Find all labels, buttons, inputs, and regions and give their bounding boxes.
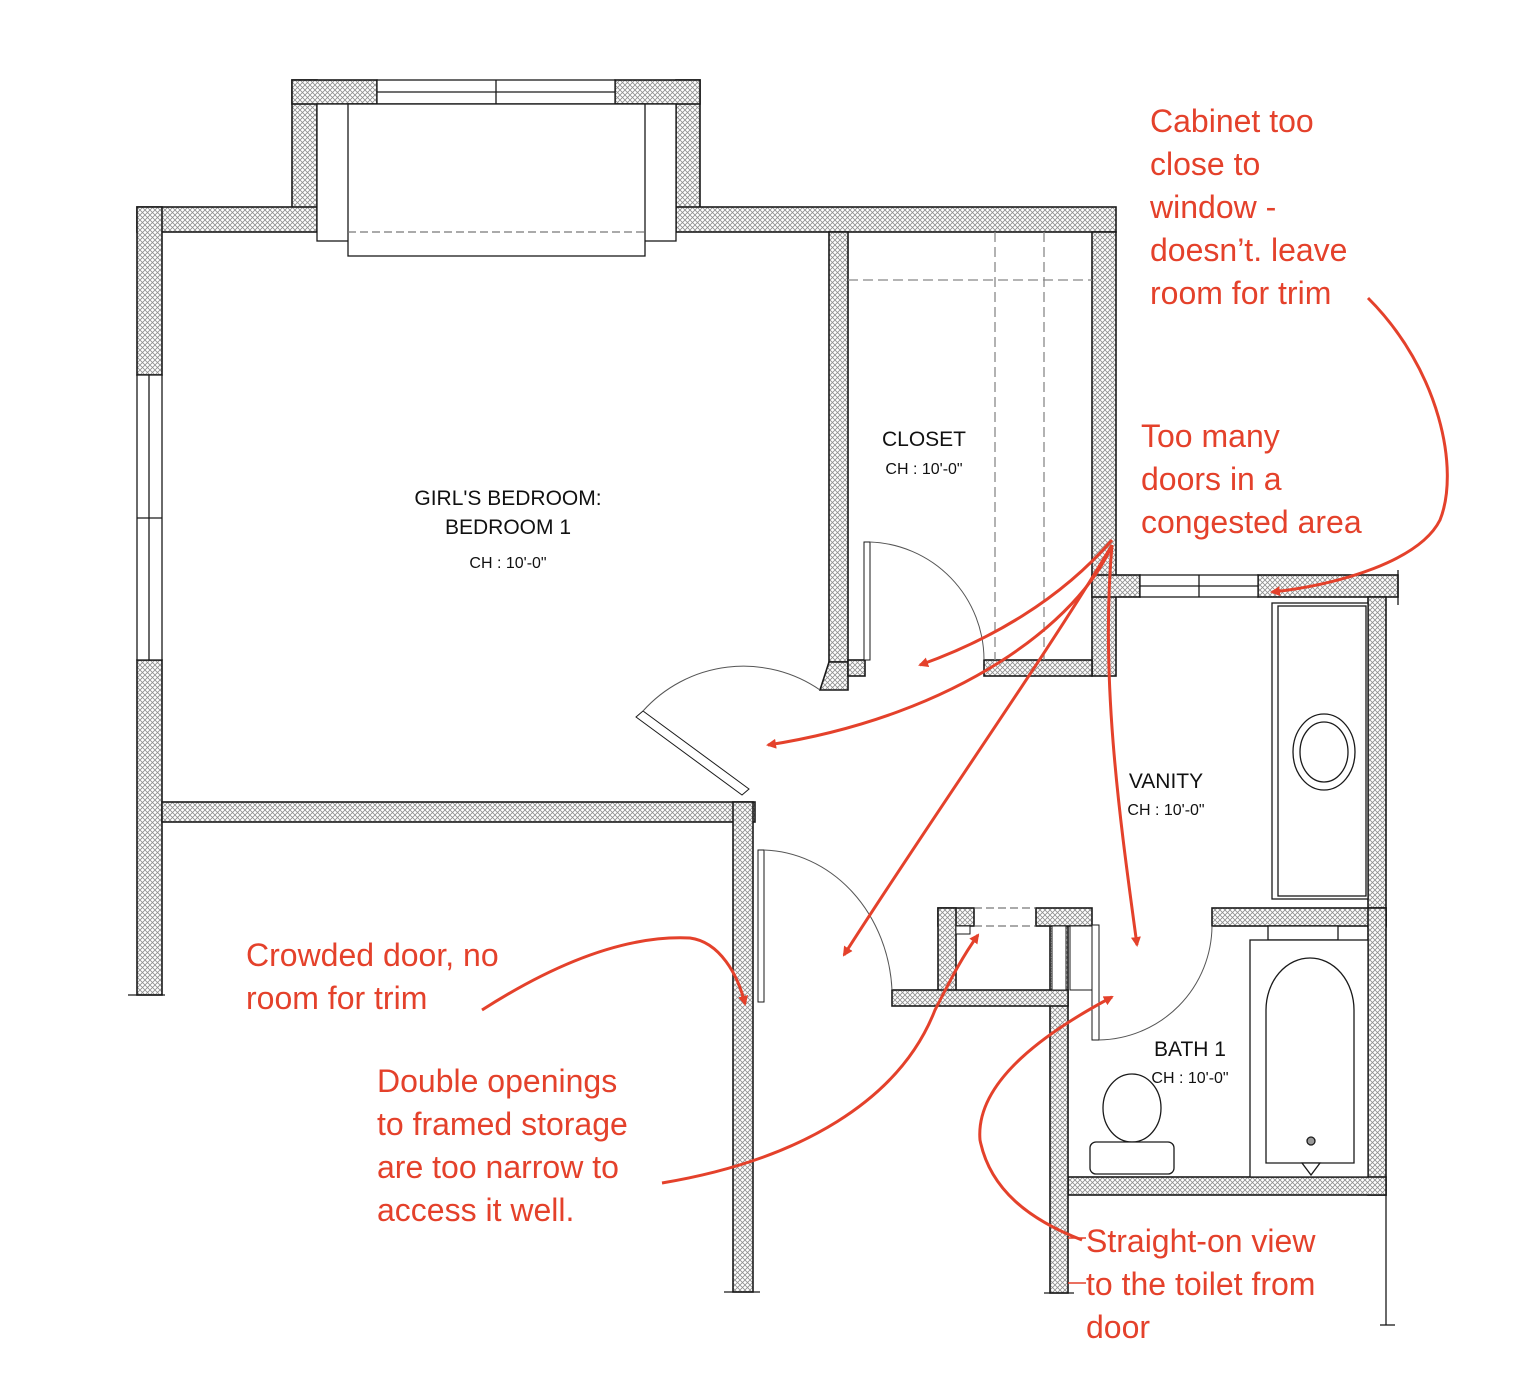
note-storage-line1: Double openings [377, 1063, 617, 1099]
closet-name: CLOSET [882, 428, 966, 451]
note-storage-line2: to framed storage [377, 1106, 628, 1142]
closet-left-wall [828, 231, 849, 663]
closet-shelf [848, 232, 1092, 660]
bedroom-label: GIRL'S BEDROOM: BEDROOM 1 CH : 10'-0" [414, 487, 601, 572]
arrow-toilet [978, 995, 1114, 1242]
note-cabinet-line1: Cabinet too [1150, 103, 1314, 139]
note-cabinet-line5: room for trim [1150, 275, 1331, 311]
annotation-doors: Too many doors in a congested area [1141, 418, 1362, 540]
bedroom-left-wall-lower [136, 659, 163, 996]
arrow-doors-hall [842, 544, 1114, 957]
closet-door-stub [847, 659, 866, 677]
walls [136, 79, 1399, 1294]
note-doors-line3: congested area [1141, 504, 1362, 540]
bedroom-left-wall-upper [136, 206, 163, 376]
top-wall-right [675, 206, 1117, 233]
storage-wall-d [891, 989, 1069, 1007]
vanity-top-wall-left [1091, 574, 1141, 598]
bay-wall-top-left [291, 79, 378, 105]
note-cabinet-line4: doesn’t. leave [1150, 232, 1347, 268]
note-doors-line2: doors in a [1141, 461, 1282, 497]
note-cabinet-line3: window - [1149, 189, 1276, 225]
bench-cushion [347, 103, 646, 257]
closet-left-wall-end [818, 661, 849, 691]
bath-right-wall [1367, 907, 1387, 1196]
vanity-top-wall-right [1257, 574, 1399, 598]
bath-label: BATH 1 CH : 10'-0" [1151, 1038, 1228, 1087]
note-doors-line1: Too many [1141, 418, 1280, 454]
note-toilet-line1: Straight-on view [1086, 1223, 1316, 1259]
bedroom-name-line2: BEDROOM 1 [445, 516, 571, 539]
arrow-doors-bedroom [766, 544, 1114, 749]
bay-wall-top-right [614, 79, 701, 105]
top-wall-left [136, 206, 318, 233]
bath-window [1267, 925, 1339, 941]
annotation-crowded: Crowded door, no room for trim [246, 937, 499, 1016]
hall-left-wall [732, 801, 754, 1293]
annotation-toilet: Straight-on view to the toilet from door [1086, 1223, 1316, 1345]
note-toilet-line3: door [1086, 1309, 1150, 1345]
bathtub-icon [1249, 939, 1369, 1178]
vanity-ceiling: CH : 10'-0" [1127, 802, 1204, 819]
sink-icon [1292, 713, 1356, 791]
bedroom-bottom-wall [161, 801, 756, 823]
vanity-label: VANITY CH : 10'-0" [1127, 770, 1204, 819]
annotation-cabinet: Cabinet too close to window - doesn’t. l… [1149, 103, 1347, 311]
arrow-storage [661, 933, 980, 1185]
toilet-icon [1089, 1073, 1175, 1175]
bath-name: BATH 1 [1154, 1038, 1226, 1061]
note-crowded-line2: room for trim [246, 980, 427, 1016]
bedroom-ceiling: CH : 10'-0" [469, 555, 546, 572]
closet-right-wall [1091, 231, 1117, 677]
toilet-leader [1068, 1237, 1086, 1284]
window-icon [136, 79, 1339, 941]
note-storage-line4: access it well. [377, 1192, 574, 1228]
note-crowded-line1: Crowded door, no [246, 937, 499, 973]
note-storage-line3: are too narrow to [377, 1149, 619, 1185]
bath-top-wall-right [1211, 907, 1387, 927]
bath-ceiling: CH : 10'-0" [1151, 1070, 1228, 1087]
note-toilet-line2: to the toilet from [1086, 1266, 1315, 1302]
closet-label: CLOSET CH : 10'-0" [882, 428, 966, 478]
break-marks [128, 570, 1399, 1326]
bedroom-name-line1: GIRL'S BEDROOM: [414, 487, 601, 510]
storage-wall-c [1035, 907, 1093, 927]
vanity-name: VANITY [1129, 770, 1203, 793]
closet-ceiling: CH : 10'-0" [885, 461, 962, 478]
arrow-doors-bath [1106, 544, 1141, 947]
arrow-cabinet [1270, 296, 1449, 597]
door-swing-icon [635, 541, 1213, 1041]
bath-bottom-wall [1067, 1176, 1387, 1196]
arrow-crowded [481, 936, 748, 1012]
arrow-doors-closet [918, 539, 1114, 668]
vanity-right-wall [1367, 596, 1387, 928]
note-cabinet-line2: close to [1150, 146, 1260, 182]
annotation-arrows [481, 296, 1449, 1242]
annotation-storage: Double openings to framed storage are to… [377, 1063, 628, 1228]
